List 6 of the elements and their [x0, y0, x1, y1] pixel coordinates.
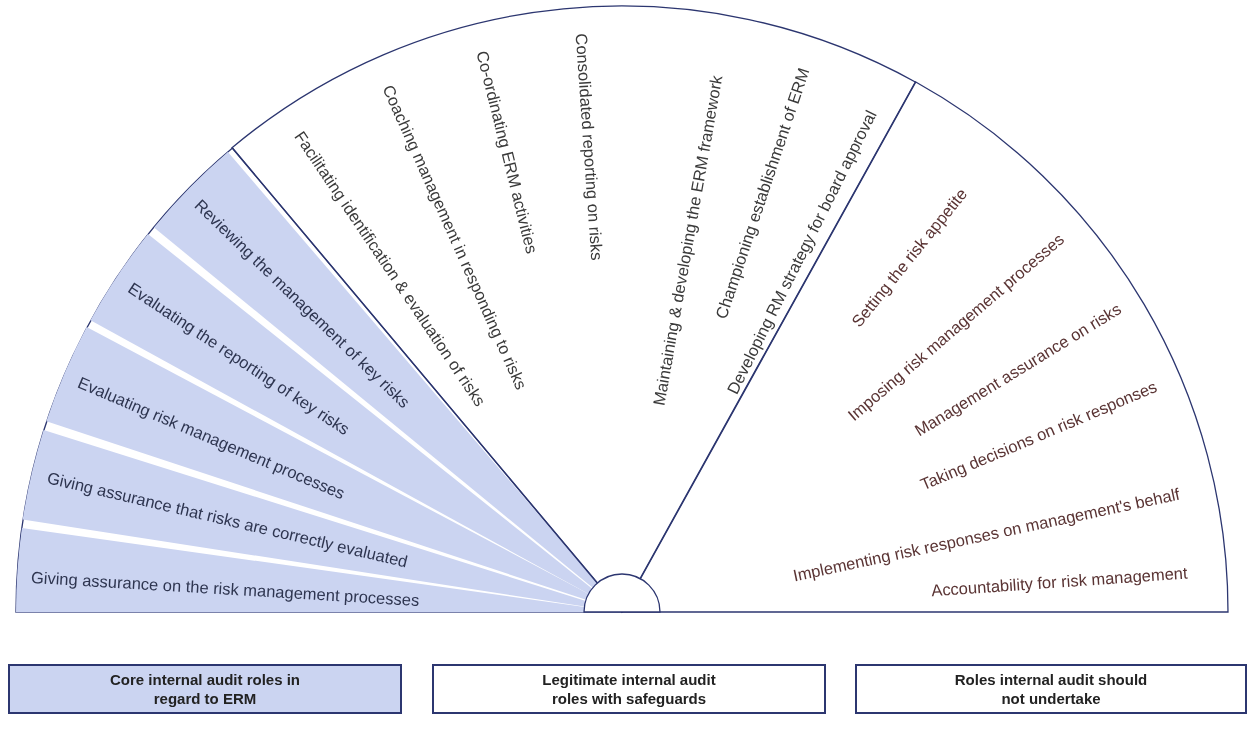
role-label: Accountability for risk management: [930, 562, 1189, 601]
legend-label: Roles internal audit should not undertake: [953, 670, 1149, 708]
legend-label: Core internal audit roles in regard to ERM: [108, 670, 301, 708]
role-label: Giving assurance on the risk management processes: [30, 567, 420, 610]
legend-label: Legitimate internal audit roles with safeguards: [541, 670, 717, 708]
role-label: Consolidated reporting on risks: [571, 32, 608, 262]
